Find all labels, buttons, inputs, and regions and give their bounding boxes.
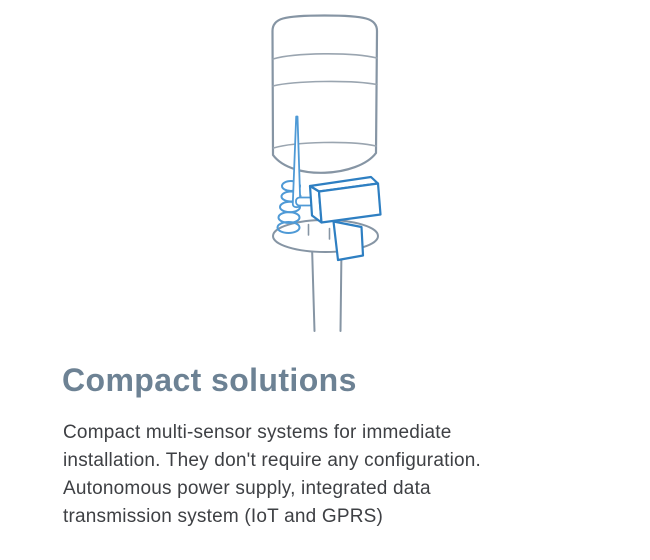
station-blue-parts	[276, 115, 382, 262]
cylinder-band-line	[272, 80, 378, 87]
coil-loop	[276, 221, 301, 234]
box-front-face	[317, 182, 382, 224]
station-gray-structure	[271, 14, 379, 332]
card-description: Compact multi-sensor systems for immedia…	[63, 422, 482, 527]
cylinder-band-line	[272, 141, 377, 149]
cylinder-band-lines	[272, 53, 378, 149]
transmitter-strap	[332, 220, 365, 262]
mounting-pole	[311, 245, 343, 332]
sensor-cylinder	[271, 14, 379, 174]
transmitter-box	[308, 175, 382, 224]
disc-pins	[307, 223, 331, 240]
card-title: Compact solutions	[62, 362, 357, 398]
cylinder-band-line	[272, 53, 378, 60]
pole-edge	[339, 247, 343, 332]
compact-station-illustration	[271, 14, 382, 332]
pole-edge	[311, 245, 316, 332]
